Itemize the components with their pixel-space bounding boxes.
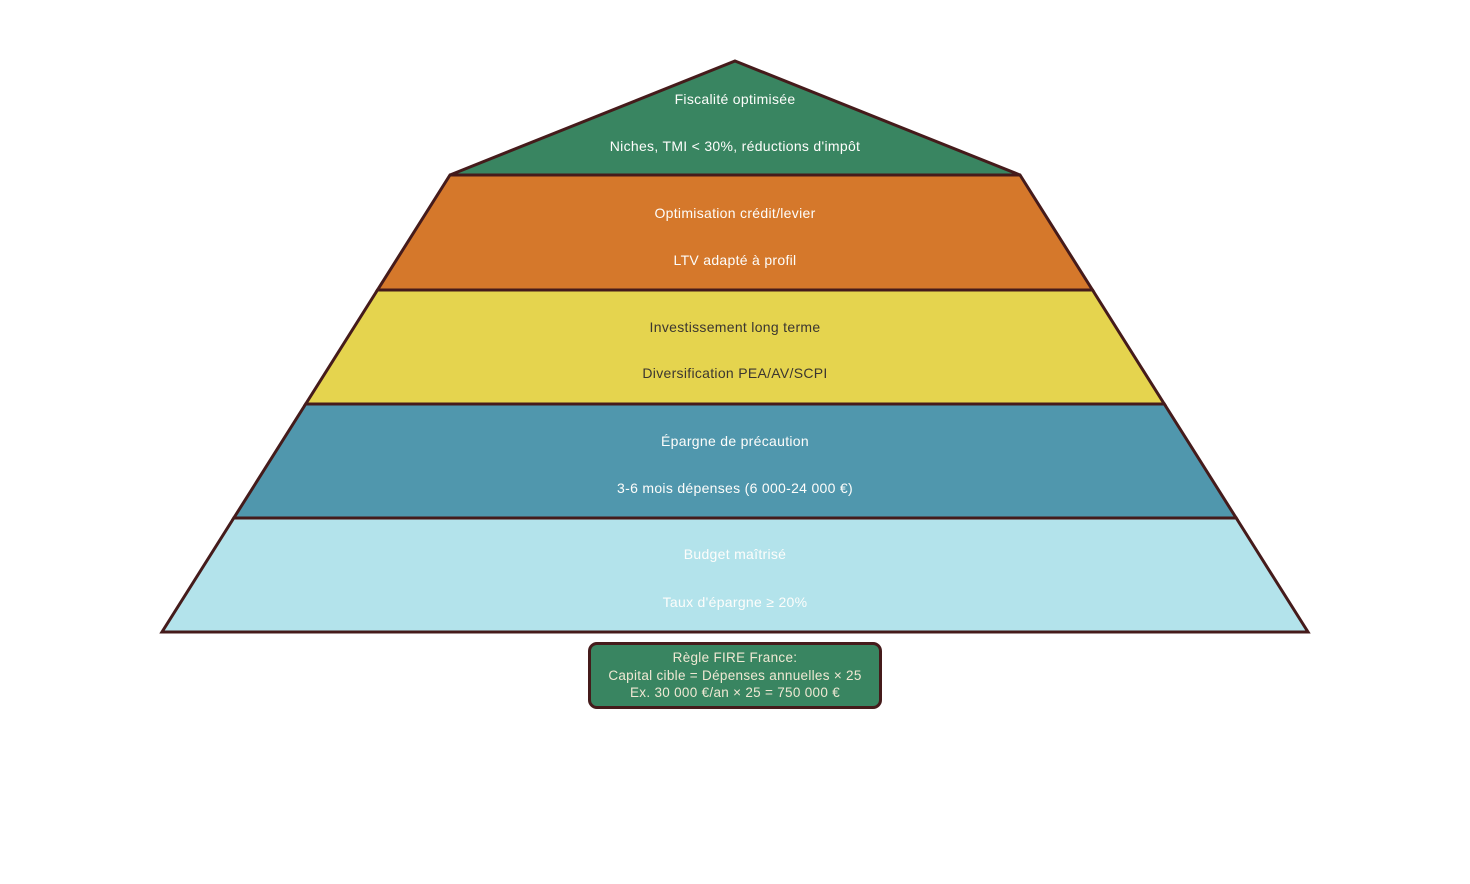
layer-shape-budget-maitrise bbox=[159, 516, 1311, 634]
layer-shape-epargne-precaution bbox=[231, 402, 1239, 520]
fire-rule-note-box: Règle FIRE France: Capital cible = Dépen… bbox=[588, 642, 882, 709]
fire-rule-line-1: Règle FIRE France: bbox=[672, 650, 798, 666]
layer-subtitle-budget-maitrise: Taux d'épargne ≥ 20% bbox=[662, 594, 808, 610]
layer-subtitle-investissement-long-terme: Diversification PEA/AV/SCPI bbox=[642, 365, 828, 381]
layer-subtitle-epargne-precaution: 3-6 mois dépenses (6 000-24 000 €) bbox=[617, 480, 853, 496]
fire-rule-line-2: Capital cible = Dépenses annuelles × 25 bbox=[608, 667, 862, 683]
layer-title-investissement-long-terme: Investissement long terme bbox=[649, 319, 821, 335]
fire-rule-line-3: Ex. 30 000 €/an × 25 = 750 000 € bbox=[629, 685, 841, 701]
layer-title-budget-maitrise: Budget maîtrisé bbox=[683, 546, 787, 562]
layer-subtitle-fiscalite-optimisee: Niches, TMI < 30%, réductions d'impôt bbox=[609, 138, 861, 154]
layer-subtitle-optimisation-credit: LTV adapté à profil bbox=[673, 252, 797, 268]
layer-shape-fiscalite-optimisee bbox=[449, 59, 1021, 177]
layer-title-fiscalite-optimisee: Fiscalité optimisée bbox=[674, 91, 796, 107]
layer-title-optimisation-credit: Optimisation crédit/levier bbox=[654, 205, 816, 221]
layer-title-epargne-precaution: Épargne de précaution bbox=[661, 433, 809, 449]
layer-shape-optimisation-credit bbox=[374, 173, 1096, 292]
layer-shape-investissement-long-terme bbox=[302, 288, 1168, 406]
